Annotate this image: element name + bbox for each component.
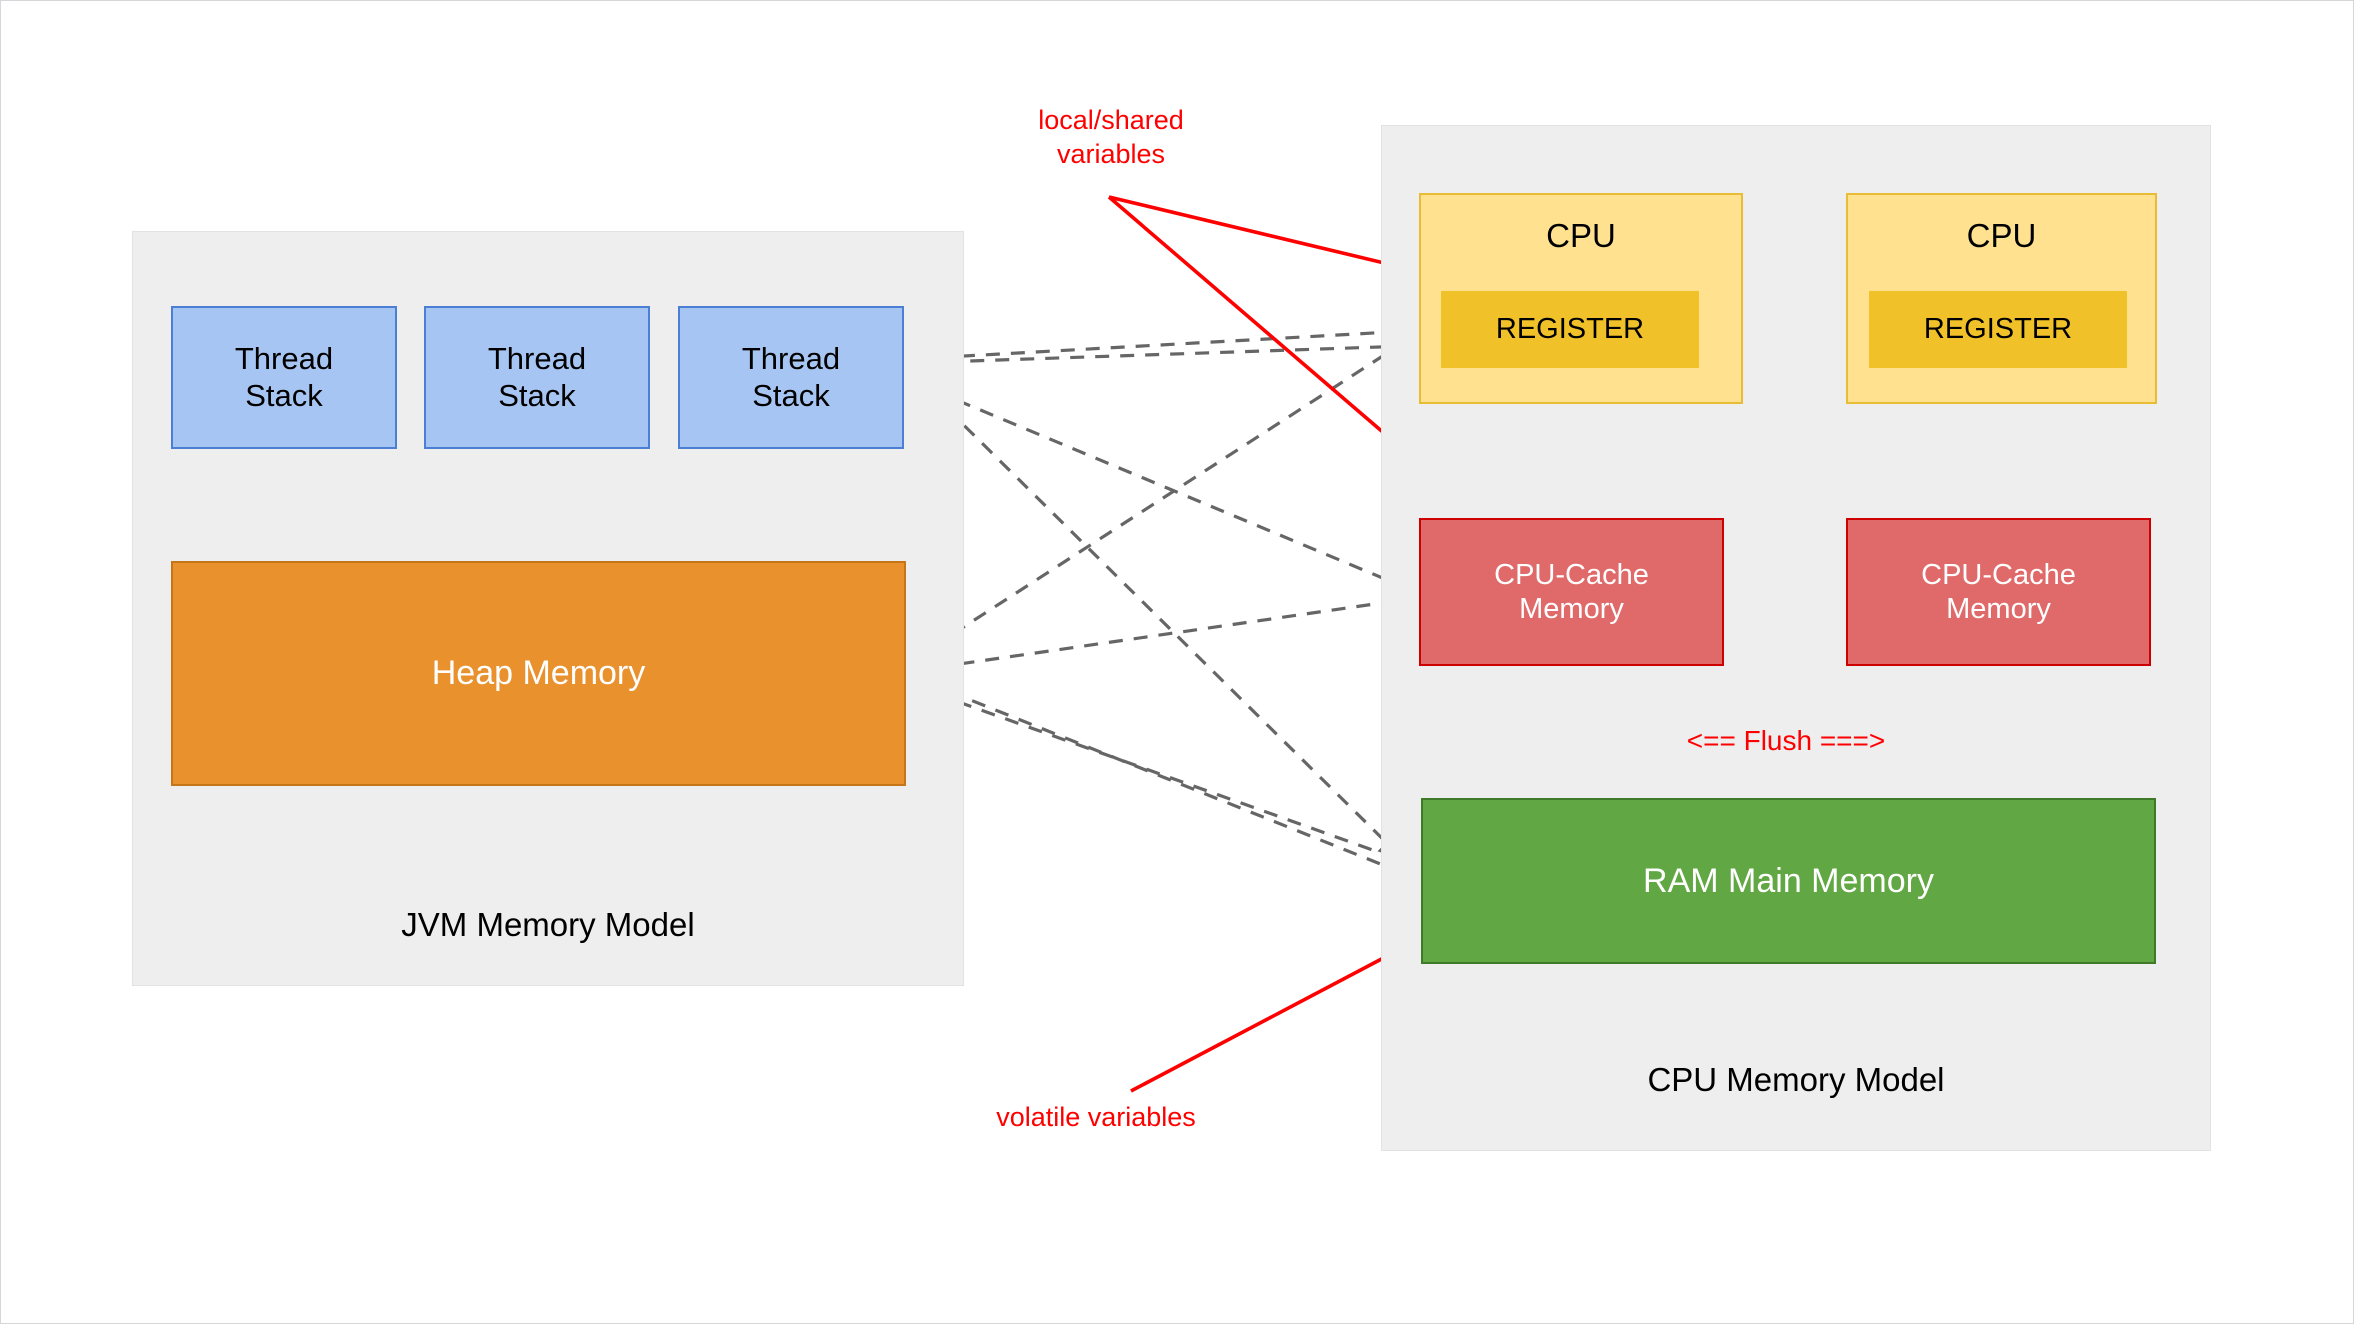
connector-register-to-threadstack xyxy=(907,344,1410,375)
connector-threadstack-to-ram xyxy=(909,371,1406,862)
jvm-memory-model-label: JVM Memory Model xyxy=(401,906,695,943)
heap-memory[interactable]: Heap Memory xyxy=(171,561,906,786)
cpu-2-register[interactable]: REGISTER xyxy=(1869,291,2127,368)
connector-threadstack-to-register xyxy=(910,319,1413,361)
connector-threadstack-to-cache xyxy=(910,379,1412,592)
connector-heap-to-register xyxy=(910,337,1412,663)
cpu-1-cache-memory[interactable]: CPU-Cache Memory xyxy=(1419,518,1724,666)
ram-main-memory[interactable]: RAM Main Memory xyxy=(1421,798,2156,964)
thread-stack-1[interactable]: Thread Stack xyxy=(171,306,397,449)
connector-ram-to-heap xyxy=(910,674,1404,875)
annotation-local-shared-variables: local/shared variables xyxy=(1038,105,1184,169)
cpu-1-register[interactable]: REGISTER xyxy=(1441,291,1699,368)
annotation-flush: <== Flush ===> xyxy=(1686,725,1886,756)
thread-stack-2[interactable]: Thread Stack xyxy=(424,306,650,449)
connector-heap-to-cache xyxy=(910,590,1413,673)
cpu-2-cache-memory[interactable]: CPU-Cache Memory xyxy=(1846,518,2151,666)
thread-stack-3[interactable]: Thread Stack xyxy=(678,306,904,449)
cpu-memory-model-label: CPU Memory Model xyxy=(1647,1061,1945,1098)
annotation-volatile-variables: volatile variables xyxy=(996,1102,1196,1132)
connector-heap-to-ram xyxy=(910,683,1413,867)
